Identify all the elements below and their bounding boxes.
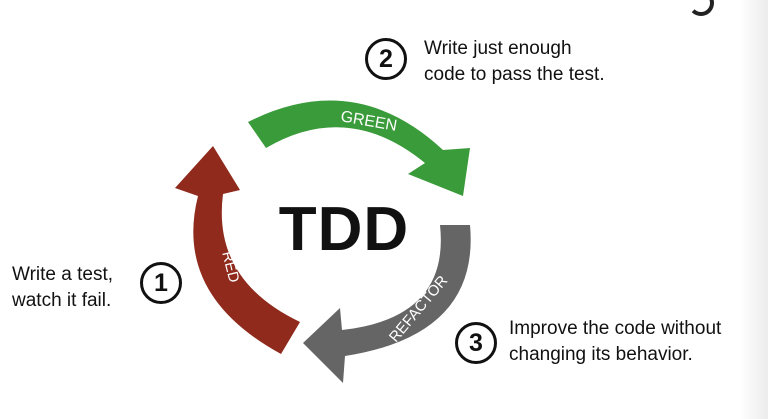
- red-arrow: [175, 146, 300, 354]
- green-arrow: [248, 100, 470, 196]
- step-1-line-1: Write a test,: [12, 264, 114, 285]
- step-2-badge: 2: [365, 38, 407, 80]
- step-2-line-1: Write just enough: [424, 38, 572, 59]
- step-3-badge: 3: [455, 322, 497, 364]
- step-3-line-2: changing its behavior.: [509, 344, 693, 365]
- step-1-line-2: watch it fail.: [12, 290, 112, 311]
- step-2-note: Write just enough code to pass the test.: [424, 36, 605, 88]
- right-edge-shade: [740, 0, 768, 419]
- step-1-note: Write a test, watch it fail.: [12, 262, 113, 314]
- step-3-line-1: Improve the code without: [509, 318, 722, 339]
- corner-decoration: [688, 0, 714, 16]
- step-3-note: Improve the code without changing its be…: [509, 316, 721, 368]
- diagram-title: TDD: [278, 195, 410, 264]
- step-1-badge: 1: [140, 262, 182, 304]
- refactor-arrow: [303, 225, 471, 383]
- step-2-line-2: code to pass the test.: [424, 64, 605, 85]
